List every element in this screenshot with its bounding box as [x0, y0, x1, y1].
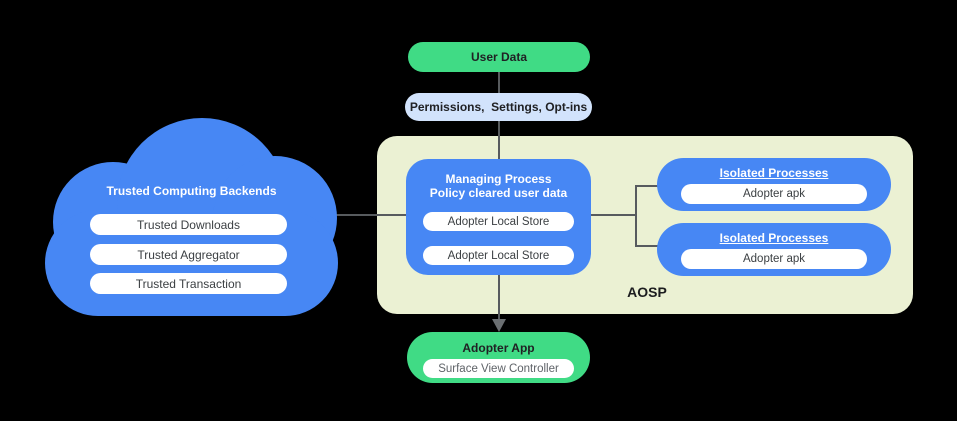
arrow-down-icon [492, 319, 506, 332]
adopter-apk-label-1: Adopter apk [742, 188, 805, 200]
isolated-processes-node-1: Isolated Processes Adopter apk [657, 158, 891, 211]
connector-userdata-permissions [498, 72, 500, 93]
adopter-local-store-pill-2: Adopter Local Store [423, 246, 574, 265]
aosp-label: AOSP [627, 284, 667, 300]
adopter-apk-pill-2: Adopter apk [681, 249, 867, 269]
connector-cloud-managing [320, 214, 407, 216]
adopter-apk-pill-1: Adopter apk [681, 184, 867, 204]
permissions-node: Permissions, Settings, Opt-ins [405, 93, 592, 121]
adopter-local-store-pill-1: Adopter Local Store [423, 212, 574, 231]
trusted-transaction-pill: Trusted Transaction [90, 273, 287, 294]
adopter-app-node: Adopter App Surface View Controller [407, 332, 590, 383]
trusted-downloads-pill: Trusted Downloads [90, 214, 287, 235]
trusted-downloads-label: Trusted Downloads [137, 217, 240, 232]
trusted-computing-backends-cloud: Trusted Computing Backends Trusted Downl… [45, 118, 338, 316]
managing-process-title: Managing Process Policy cleared user dat… [406, 172, 591, 200]
adopter-local-store-label-2: Adopter Local Store [447, 249, 550, 262]
branch-vertical-line [635, 185, 637, 247]
trusted-aggregator-label: Trusted Aggregator [137, 247, 240, 262]
isolated-processes-node-2: Isolated Processes Adopter apk [657, 223, 891, 276]
user-data-label: User Data [470, 50, 528, 64]
adopter-app-title: Adopter App [462, 341, 535, 355]
surface-view-controller-label: Surface View Controller [438, 362, 559, 375]
connector-permissions-managing [498, 121, 500, 159]
adopter-apk-label-2: Adopter apk [742, 253, 805, 265]
trusted-transaction-label: Trusted Transaction [135, 276, 242, 291]
permissions-label: Permissions, Settings, Opt-ins [409, 100, 588, 114]
isolated-processes-title-2: Isolated Processes [719, 231, 829, 245]
isolated-processes-title-1: Isolated Processes [719, 166, 829, 180]
branch-to-isolated-2 [635, 245, 659, 247]
managing-title-line2: Policy cleared user data [429, 186, 568, 200]
connector-managing-adopterapp [498, 275, 500, 319]
connector-managing-branch [591, 214, 637, 216]
adopter-local-store-label-1: Adopter Local Store [447, 215, 550, 228]
user-data-node: User Data [408, 42, 590, 72]
managing-title-line1: Managing Process [445, 172, 552, 186]
managing-process-node: Managing Process Policy cleared user dat… [406, 159, 591, 275]
surface-view-controller-pill: Surface View Controller [423, 359, 574, 378]
trusted-aggregator-pill: Trusted Aggregator [90, 244, 287, 265]
cloud-title: Trusted Computing Backends [106, 184, 277, 198]
branch-to-isolated-1 [635, 185, 659, 187]
